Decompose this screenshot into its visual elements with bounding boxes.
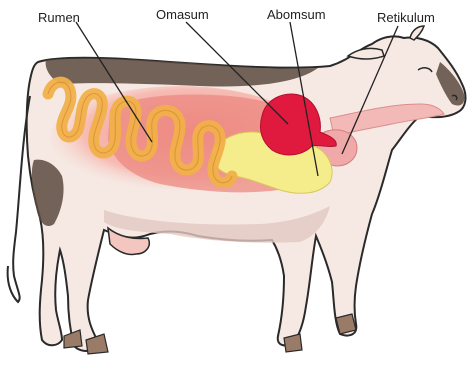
cow-ear <box>348 48 384 59</box>
omasum-label: Omasum <box>156 7 209 22</box>
back-spot <box>46 58 318 86</box>
retikulum-label: Retikulum <box>377 10 435 25</box>
cow-horn <box>410 26 424 40</box>
rumen-label: Rumen <box>38 10 80 25</box>
abomasum-label: Abomsum <box>267 7 326 22</box>
hoof-back-left <box>64 330 82 348</box>
hoof-front-right <box>336 314 356 334</box>
